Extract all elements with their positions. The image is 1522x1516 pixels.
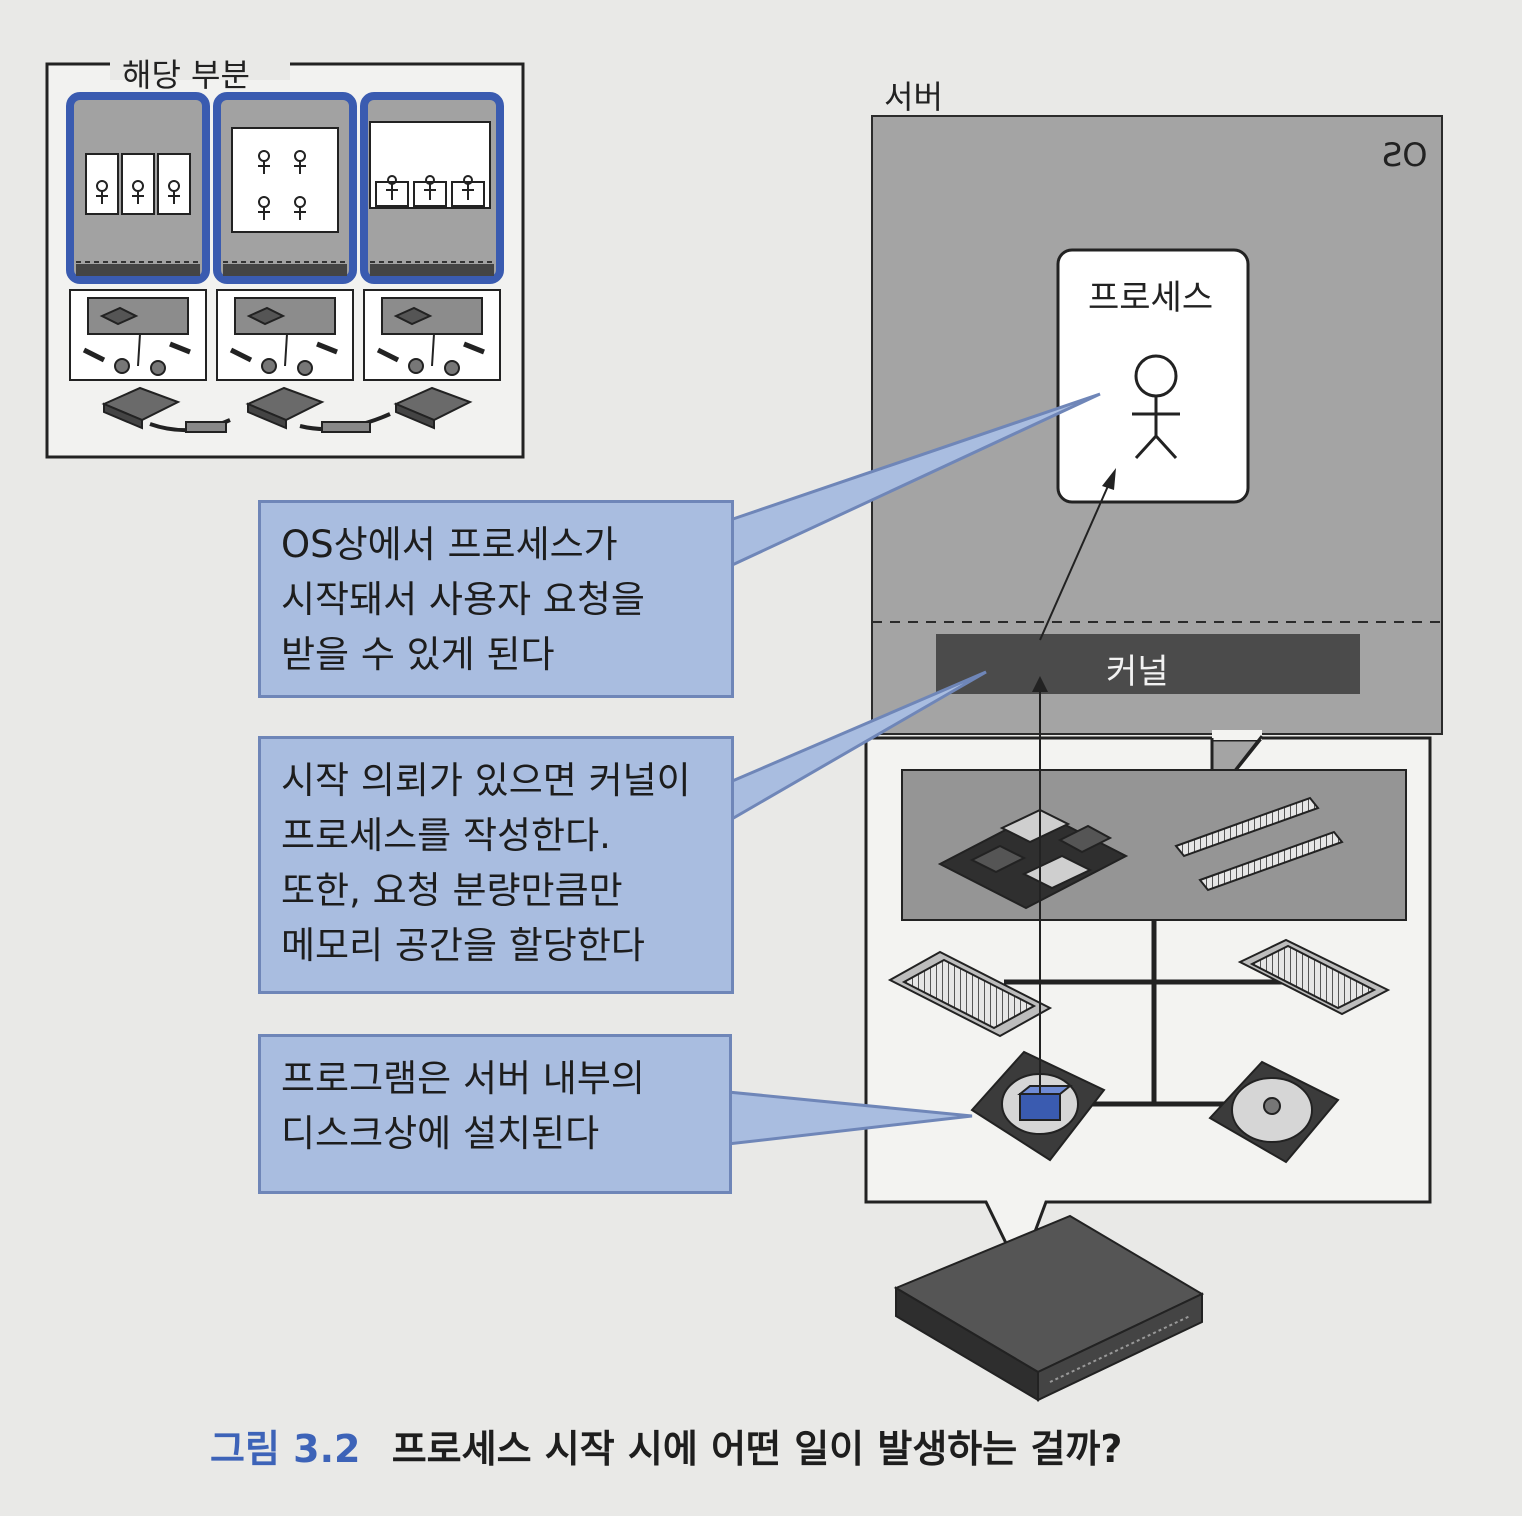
callout-line: 프로세스를 작성한다. <box>281 814 611 857</box>
kernel-label: 커널 <box>1106 652 1169 692</box>
overview-servers <box>101 386 473 433</box>
callout-process-started: OS상에서 프로세스가 시작돼서 사용자 요청을 받을 수 있게 된다 <box>258 500 734 698</box>
overview-os-unit-2 <box>213 92 357 284</box>
overview-os-unit-1 <box>66 92 210 284</box>
hardware-region <box>864 468 1432 1276</box>
overview-title-gap <box>110 50 290 80</box>
overview-panel <box>45 50 525 459</box>
person-icon <box>96 180 180 204</box>
program-cube <box>1019 1093 1061 1121</box>
os-region <box>871 115 1443 735</box>
callout-line: 메모리 공간을 할당한다 <box>281 924 645 967</box>
server-chassis-icon <box>893 1214 1205 1402</box>
hard-disk-icon <box>970 1050 1340 1164</box>
process-label: 프로세스 <box>1088 278 1214 318</box>
expansion-card-icon <box>887 938 1391 1038</box>
overview-title: 해당 부분 <box>122 56 250 94</box>
callout-line: 프로그램은 서버 내부의 <box>281 1057 645 1100</box>
process-box <box>1056 248 1250 504</box>
figure-number: 그림 3.2 <box>210 1427 361 1471</box>
figure-caption: 그림 3.2 프로세스 시작 시에 어떤 일이 발생하는 걸까? <box>210 1418 1122 1473</box>
person-icon <box>386 175 474 200</box>
os-label: OS <box>1382 136 1428 174</box>
memory-icon <box>1174 796 1344 892</box>
callout-line: OS상에서 프로세스가 <box>281 523 618 566</box>
callout-program-on-disk: 프로그램은 서버 내부의 디스크상에 설치된다 <box>258 1034 732 1194</box>
server-label: 서버 <box>884 78 943 116</box>
cpu-icon <box>937 808 1129 910</box>
kernel-bar <box>936 634 1360 694</box>
figure-title: 프로세스 시작 시에 어떤 일이 발생하는 걸까? <box>391 1427 1123 1471</box>
callout-line: 또한, 요청 분량만큼만 <box>281 869 623 912</box>
callout-line: 디스크상에 설치된다 <box>281 1112 600 1155</box>
callout-line: 시작돼서 사용자 요청을 <box>281 578 645 621</box>
overview-hardware <box>69 289 501 381</box>
callout-kernel-creates-process: 시작 의뢰가 있으면 커널이 프로세스를 작성한다. 또한, 요청 분량만큼만 … <box>258 736 734 994</box>
person-icon <box>1132 354 1180 460</box>
callout-line: 받을 수 있게 된다 <box>281 633 555 676</box>
callout-line: 시작 의뢰가 있으면 커널이 <box>281 759 691 802</box>
person-icon <box>258 150 306 220</box>
overview-os-unit-3 <box>360 92 504 284</box>
